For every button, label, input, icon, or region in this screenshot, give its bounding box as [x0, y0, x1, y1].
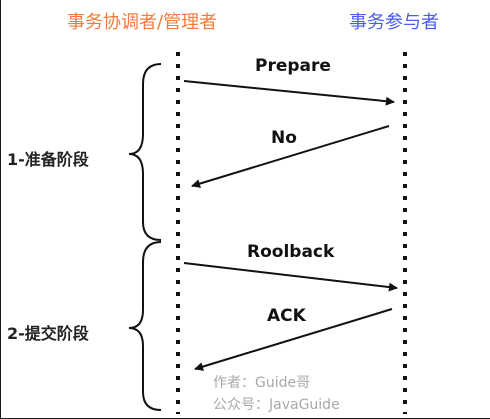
prepare-label: Prepare: [255, 56, 331, 76]
ack-arrow: [194, 308, 393, 371]
phase-2-label: 2-提交阶段: [7, 324, 89, 343]
rollback-arrow: [183, 262, 398, 292]
no-arrow: [191, 125, 390, 188]
watermark-author: 作者：Guide哥: [213, 375, 311, 391]
participant-header: 事务参与者: [349, 12, 439, 33]
watermark-account: 公众号：JavaGuide: [213, 397, 340, 413]
coordinator-header: 事务协调者/管理者: [67, 12, 218, 33]
phase-1-brace: [128, 63, 162, 241]
phase-2-brace: [128, 241, 162, 411]
rollback-label: Roolback: [247, 242, 335, 262]
ack-label: ACK: [267, 306, 306, 326]
no-label: No: [271, 128, 297, 148]
prepare-arrow: [183, 80, 395, 106]
phase-1-label: 1-准备阶段: [7, 150, 89, 169]
